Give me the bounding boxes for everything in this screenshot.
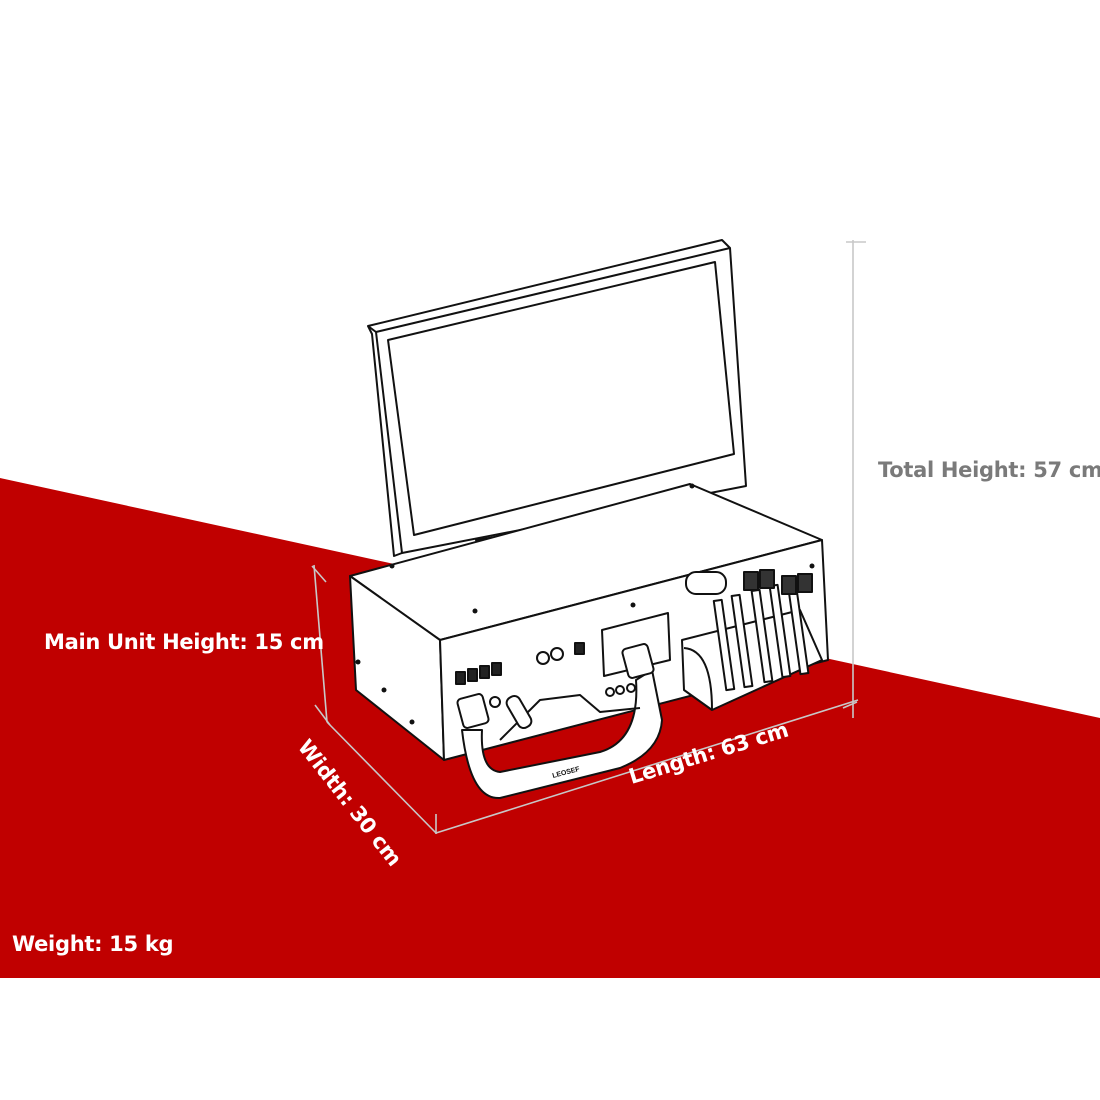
total-height-cap-bottom bbox=[842, 701, 858, 709]
weight-label: Weight: 15 kg bbox=[12, 932, 174, 956]
throttle-quadrant-drawing bbox=[681, 569, 823, 711]
width-line bbox=[326, 721, 437, 834]
switch-buttons bbox=[455, 662, 502, 685]
total-height-label: Total Height: 57 cm bbox=[878, 458, 1100, 482]
monitor-drawing bbox=[367, 239, 747, 569]
main-unit-height-label: Main Unit Height: 15 cm bbox=[44, 630, 324, 654]
flap-lever-knob bbox=[685, 571, 727, 595]
lever-knob-2 bbox=[759, 569, 775, 589]
monitor-screen bbox=[387, 261, 735, 536]
throttle-levers bbox=[712, 580, 810, 692]
yoke-left-grip bbox=[456, 693, 490, 729]
lever-knob-1 bbox=[743, 571, 759, 591]
lever-knob-3 bbox=[781, 575, 797, 595]
yoke-shaft bbox=[505, 694, 533, 730]
screw-dots bbox=[355, 483, 815, 725]
throttle-housing-curve bbox=[683, 647, 713, 711]
main-height-cap-top bbox=[311, 565, 327, 583]
main-height-line bbox=[313, 564, 328, 723]
monitor-bezel-top-edge bbox=[375, 247, 731, 333]
yoke-drawing: LEOSEF bbox=[456, 643, 663, 800]
lever-knob-4 bbox=[797, 573, 813, 593]
length-line bbox=[435, 699, 859, 834]
yoke-right-grip bbox=[621, 643, 655, 679]
rotary-knobs bbox=[489, 642, 636, 708]
display-panel bbox=[601, 612, 671, 677]
dimension-lines bbox=[311, 240, 866, 834]
